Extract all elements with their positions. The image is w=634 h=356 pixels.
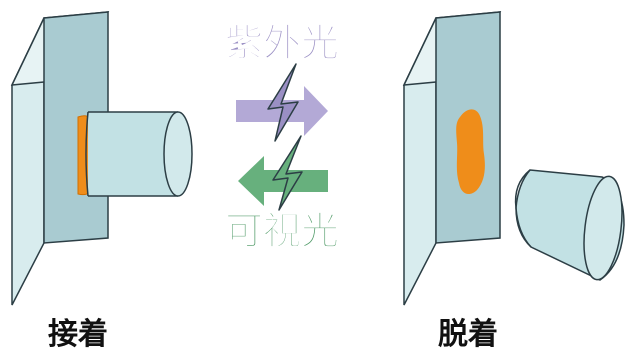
lightning-bolt-icon <box>272 135 303 211</box>
uv-arrow <box>236 63 328 142</box>
lightning-bolt-icon <box>267 63 299 142</box>
right-panel <box>402 11 502 306</box>
left-cylinder-back-edge <box>85 111 89 197</box>
left-cylinder-body <box>88 112 178 196</box>
visible-arrow <box>238 135 328 211</box>
right-cylinder-end <box>583 175 623 281</box>
left-cylinder <box>85 111 193 197</box>
right-cylinder-back <box>514 169 532 248</box>
left-cylinder-end <box>163 111 193 197</box>
visible-label: 可視光 <box>225 209 339 253</box>
right-cylinder <box>514 169 625 281</box>
visible-arrow-shape <box>238 156 328 206</box>
uv-label: 紫外光 <box>225 21 339 65</box>
detach-label: 脱着 <box>438 317 498 352</box>
right-adhesive <box>456 109 485 195</box>
attach-label: 接着 <box>48 317 108 352</box>
